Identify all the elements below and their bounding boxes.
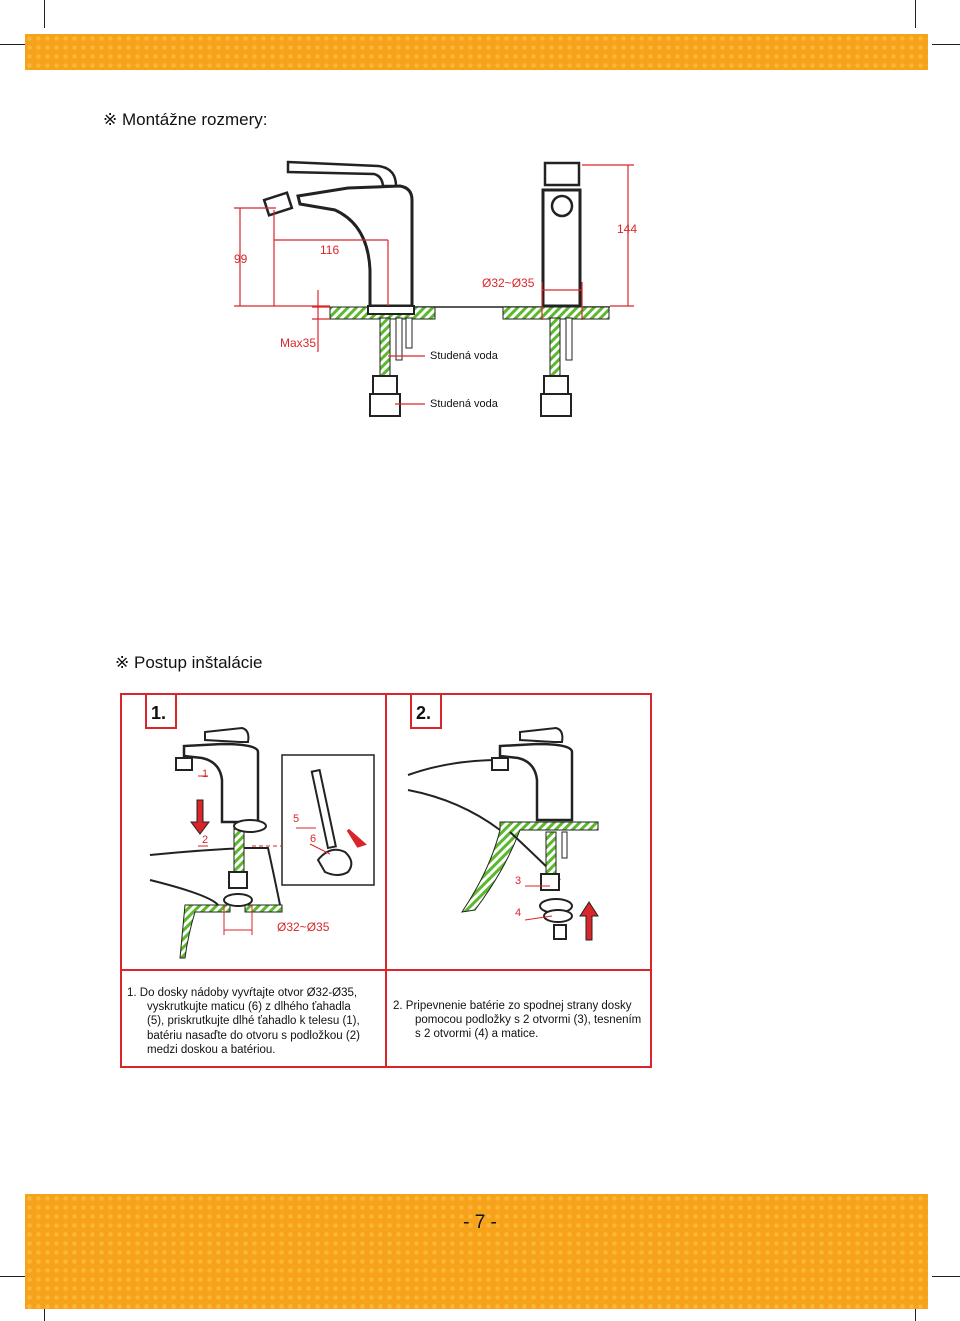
step-2-text: 2. Pripevnenie batérie zo spodnej strany… bbox=[393, 999, 648, 1042]
gasket bbox=[233, 819, 267, 833]
hose-nut bbox=[369, 393, 401, 417]
install-arrow-icon bbox=[346, 828, 367, 848]
page-number: - 7 - bbox=[463, 1212, 497, 1233]
supply-hose bbox=[545, 831, 557, 875]
reference-mark-icon: ※ bbox=[103, 110, 118, 129]
hole-dimension-label: Ø32~Ø35 bbox=[277, 920, 330, 934]
up-arrow-icon bbox=[579, 901, 599, 941]
section-title-text: Postup inštalácie bbox=[133, 653, 263, 672]
crop-mark bbox=[44, 0, 45, 28]
dim-99-label: 99 bbox=[234, 252, 248, 266]
dim-max-label: Max35 bbox=[280, 336, 316, 350]
cold-water-label: Studená voda bbox=[430, 350, 499, 362]
crop-mark bbox=[932, 44, 960, 45]
text-line: vyskrutkujte maticu (6) z dlhého ťahadla bbox=[147, 1001, 351, 1014]
faucet-spout-nozzle bbox=[491, 757, 509, 771]
part-label: 3 bbox=[515, 875, 521, 887]
seal-two-holes bbox=[543, 909, 573, 923]
faucet-lever bbox=[204, 726, 250, 743]
crop-mark bbox=[0, 1276, 28, 1277]
crop-mark bbox=[0, 44, 28, 45]
text-line: pomocou podložky s 2 otvormi (3), tesnen… bbox=[415, 1014, 642, 1027]
section-title-text: Montážne rozmery: bbox=[121, 110, 268, 129]
reference-mark-icon: ※ bbox=[115, 653, 130, 672]
text-line: 2. Pripevnenie batérie zo spodnej strany… bbox=[393, 1000, 632, 1012]
nut-piece bbox=[316, 848, 353, 876]
text-line: medzi doskou a batériou. bbox=[147, 1043, 276, 1056]
counter-section bbox=[244, 904, 283, 913]
supply-rod bbox=[405, 317, 413, 349]
dim-144-label: 144 bbox=[617, 222, 637, 236]
hose-nut bbox=[228, 871, 248, 889]
supply-rod bbox=[561, 831, 568, 859]
faucet-body bbox=[296, 184, 414, 308]
header-band bbox=[25, 34, 928, 70]
footer-band bbox=[25, 1194, 928, 1309]
part-label: 5 bbox=[293, 813, 299, 825]
dim-hole-label: Ø32~Ø35 bbox=[482, 276, 535, 290]
crop-mark bbox=[932, 1276, 960, 1277]
cold-water-label: Studená voda bbox=[430, 398, 499, 410]
part-label: 4 bbox=[515, 907, 521, 919]
hose-nut bbox=[540, 393, 572, 417]
faucet-lever bbox=[286, 160, 398, 188]
crop-mark bbox=[915, 0, 916, 28]
counter-hole bbox=[223, 893, 253, 907]
text-line: (5), priskrutkujte dlhé ťahadlo k telesu… bbox=[147, 1015, 360, 1028]
part-label: 1 bbox=[202, 768, 208, 780]
text-line: 1. Do dosky nádoby vyvŕtajte otvor Ø32-Ø… bbox=[127, 987, 358, 999]
dim-116-label: 116 bbox=[320, 243, 339, 257]
basin-curve bbox=[149, 879, 219, 906]
step-number: 2. bbox=[416, 703, 431, 723]
faucet-base bbox=[367, 305, 415, 315]
faucet-body-side bbox=[541, 188, 582, 308]
down-arrow-icon bbox=[190, 799, 210, 835]
faucet-body bbox=[498, 742, 574, 822]
step-number-box bbox=[145, 693, 177, 729]
faucet-lever bbox=[519, 726, 564, 743]
text-line: batériu nasaďte do otvoru s podložkou (2… bbox=[147, 1029, 360, 1042]
installation-steps-frame: 1. 2. 1 2 5 6 Ø32~Ø35 3 bbox=[120, 693, 652, 1068]
nut bbox=[553, 924, 567, 940]
text-line: s 2 otvormi (4) a matice. bbox=[415, 1028, 539, 1041]
mounting-dimensions-diagram: 99 116 144 Ø32~Ø35 Max35 Studená voda St… bbox=[234, 160, 637, 417]
faucet-lever-side bbox=[543, 161, 581, 187]
step-1-text: 1. Do dosky nádoby vyvŕtajte otvor Ø32-Ø… bbox=[127, 986, 382, 1057]
section-title-mounting: ※ Montážne rozmery: bbox=[103, 110, 267, 130]
counter-section bbox=[460, 821, 599, 913]
supply-rod bbox=[395, 317, 403, 361]
part-label: 2 bbox=[202, 834, 208, 846]
section-title-installation: ※ Postup inštalácie bbox=[115, 653, 263, 673]
basin-top bbox=[149, 847, 281, 906]
step-number: 1. bbox=[151, 703, 166, 723]
part-label: 6 bbox=[310, 833, 316, 845]
step-number-box bbox=[410, 693, 442, 729]
hose-nut bbox=[540, 873, 560, 891]
faucet-spout-nozzle bbox=[175, 757, 193, 771]
basin-inner bbox=[407, 789, 501, 831]
supply-rod bbox=[565, 317, 573, 361]
basin-rim bbox=[407, 759, 501, 776]
long-rod bbox=[310, 768, 337, 850]
counter-section bbox=[179, 904, 231, 959]
faucet-spout-side bbox=[550, 194, 574, 218]
faucet-body bbox=[182, 742, 260, 824]
